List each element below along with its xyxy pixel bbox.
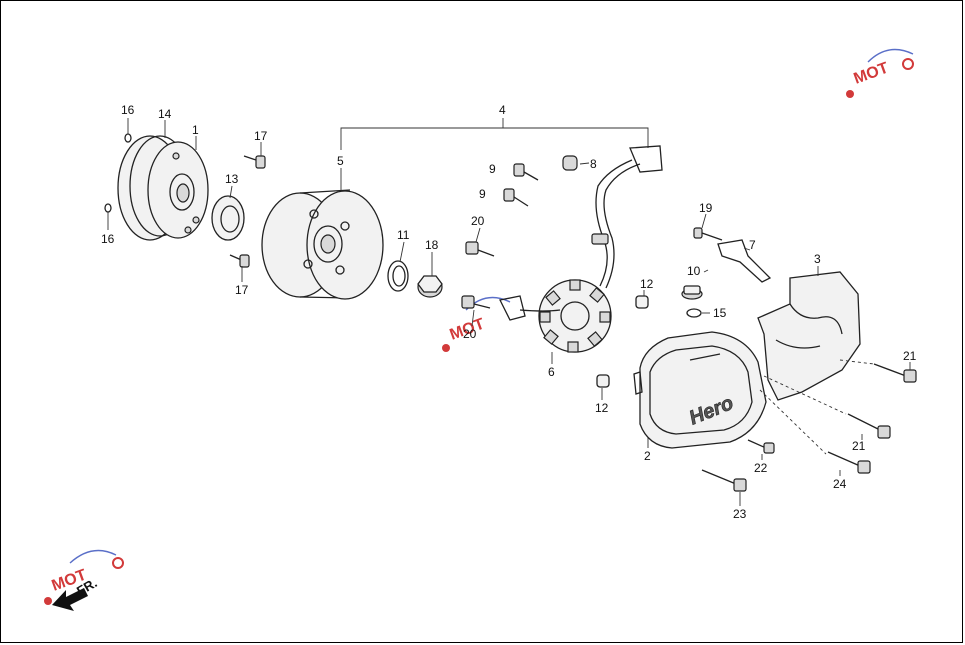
- callout-21-upper: 21: [903, 349, 917, 363]
- part-5-flywheel-rotor: [261, 189, 384, 300]
- part-1-starter-clutch: [147, 141, 209, 239]
- part-22-bolt: [747, 439, 775, 454]
- callout-17-bottom: 17: [235, 283, 249, 297]
- part-12-dowel-upper: [635, 295, 649, 309]
- callout-13: 13: [225, 172, 239, 186]
- leader-lines: [107, 118, 911, 506]
- callout-11: 11: [397, 228, 410, 242]
- part-8-grommet: [562, 155, 578, 171]
- front-arrow-icon: [52, 588, 88, 611]
- part-11-washer: [387, 260, 409, 292]
- callout-21-lower: 21: [852, 439, 866, 453]
- part-16-oring-top: [124, 133, 132, 143]
- callout-3: 3: [814, 252, 821, 266]
- part-2-generator-cover: Hero: [633, 331, 767, 449]
- part-21-bolt-upper: [873, 363, 917, 383]
- part-7-wire-clamp: [717, 239, 772, 283]
- part-9-bolt-upper: [513, 163, 539, 181]
- callout-6: 6: [548, 365, 555, 379]
- callout-4: 4: [499, 103, 506, 117]
- svg-text:MOT: MOT: [852, 60, 891, 88]
- part-6-stator: [499, 279, 612, 353]
- part-17-bolt-bottom: [229, 254, 250, 268]
- part-20-bolt-upper: [465, 241, 495, 257]
- callout-24: 24: [833, 477, 847, 491]
- part-12-dowel-lower: [596, 374, 610, 388]
- part-4-wire-harness: [591, 145, 663, 289]
- part-15-oring: [686, 308, 702, 318]
- part-9-bolt-lower: [503, 188, 529, 207]
- part-10-plug: [681, 285, 703, 300]
- callout-labels: 1 14 16 16 13 17 17 5 4 11 18 9 9 8 20 2…: [101, 103, 917, 521]
- part-20-bolt-lower: [461, 295, 491, 309]
- callout-16-bottom: 16: [101, 232, 115, 246]
- part-17-bolt-top: [243, 155, 266, 169]
- callout-19: 19: [699, 201, 713, 215]
- callout-14: 14: [158, 107, 172, 121]
- callout-15: 15: [713, 306, 727, 320]
- callout-23: 23: [733, 507, 747, 521]
- callout-20-upper: 20: [471, 214, 485, 228]
- callout-12-upper: 12: [640, 277, 654, 291]
- callout-1: 1: [192, 123, 199, 137]
- callout-5: 5: [337, 154, 344, 168]
- watermark-logo-top-right: MOT: [846, 48, 914, 98]
- callout-17-top: 17: [254, 129, 268, 143]
- callout-12-lower: 12: [595, 401, 609, 415]
- part-24-bolt: [827, 451, 871, 474]
- assembly-4-bracket-line: [340, 118, 649, 150]
- callout-16-top: 16: [121, 103, 135, 117]
- watermark-logo-center: MOT: [442, 296, 511, 352]
- callout-7: 7: [749, 238, 756, 252]
- callout-9-upper: 9: [489, 162, 496, 176]
- callout-22: 22: [754, 461, 768, 475]
- part-21-bolt-lower: [847, 413, 891, 439]
- callout-18: 18: [425, 238, 439, 252]
- part-23-bolt: [701, 469, 747, 492]
- part-19-bolt: [693, 227, 723, 241]
- callout-8: 8: [590, 157, 597, 171]
- callout-2: 2: [644, 449, 651, 463]
- callout-20-lower: 20: [463, 327, 477, 341]
- callout-9-lower: 9: [479, 187, 486, 201]
- callout-10: 10: [687, 264, 701, 278]
- part-16-oring-bottom: [104, 203, 112, 213]
- part-18-flange-nut: [417, 275, 443, 298]
- part-3-outer-cover: [757, 271, 861, 401]
- part-13-bearing: [211, 195, 245, 241]
